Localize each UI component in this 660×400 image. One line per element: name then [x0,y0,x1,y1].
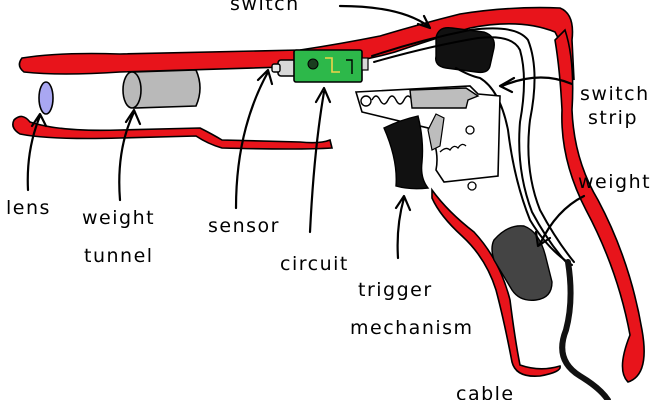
arrow-weight [534,194,586,248]
cable-shape [559,259,611,400]
label-cable: cable [456,383,515,400]
label-switch-strip-2: strip [588,107,638,129]
barrel-bottom-wall [12,115,334,150]
arrow-lens [26,112,48,192]
trigger-shape [383,115,430,190]
label-sensor: sensor [208,215,280,237]
grip-back-wall [554,28,645,383]
trigger-mechanism-shape [354,85,501,191]
internal-wire [371,27,575,263]
weight-tunnel-shape [122,69,201,109]
arrow-circuit [308,86,332,234]
switch-shape [435,27,495,74]
circuit-shape [293,49,369,83]
arrow-switch [338,4,432,30]
arrow-trigger [394,194,412,260]
gun-body [12,6,645,383]
label-lens: lens [6,197,51,219]
label-weight-tunnel-1: weight [82,207,155,229]
arrow-weight-tunnel [118,108,142,202]
arrow-switch-strip [498,76,574,94]
label-switch-strip-1: switch [580,83,650,105]
label-switch: switch [230,0,300,15]
label-trigger-2: mechanism [350,317,474,339]
label-weight-tunnel-2: tunnel [84,245,154,267]
lens-shape [38,81,54,115]
label-weight: weight [578,171,651,193]
label-trigger-1: trigger [358,279,433,301]
arrows [26,4,586,260]
label-circuit: circuit [280,253,349,275]
arrow-sensor [234,68,274,210]
